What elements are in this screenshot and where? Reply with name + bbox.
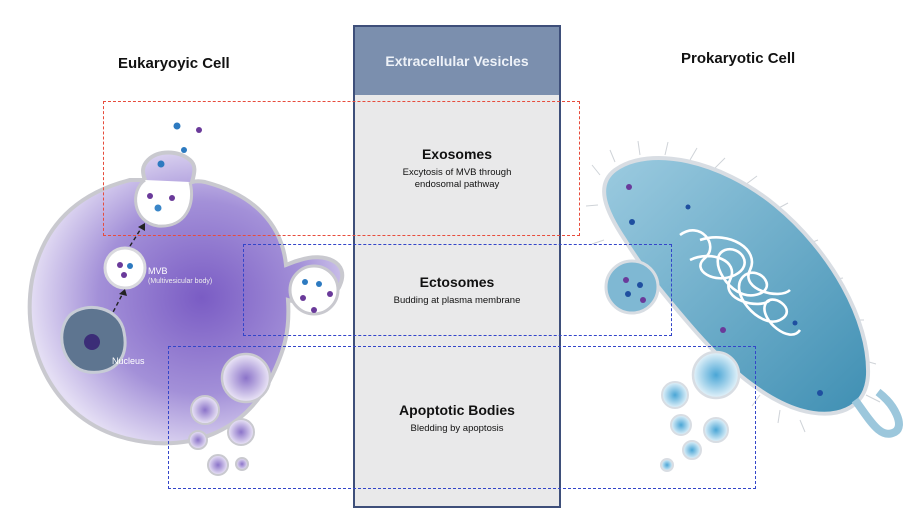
vesicle-dot [300, 295, 306, 301]
ectosome-region-box [243, 244, 672, 336]
eukaryotic-cell-title: Eukaryoyic Cell [118, 55, 230, 72]
vesicle-dot [327, 291, 333, 297]
vesicle-dot [147, 193, 153, 199]
exosome-dot [173, 122, 181, 130]
exosome-dot [157, 160, 165, 168]
vesicle-dot [169, 195, 175, 201]
prokaryotic-vesicle [670, 414, 692, 436]
prokaryotic-vesicle [661, 381, 689, 409]
apoptotic-body [190, 395, 220, 425]
prokaryotic-cell-title: Prokaryotic Cell [681, 50, 796, 67]
mvb [103, 246, 147, 290]
prokaryotic-vesicle [660, 458, 674, 472]
vesicle-dot [302, 279, 308, 285]
ectosomes-label: Ectosomes Budding at plasma membrane [355, 274, 559, 307]
apoptotic-region-box [168, 346, 756, 489]
vesicle-name: Exosomes [421, 146, 493, 162]
vesicle-name: Apoptotic Bodies [399, 402, 515, 418]
apoptotic-body [188, 430, 208, 450]
vesicle-name: Ectosomes [419, 274, 495, 290]
apoptotic-body [235, 457, 249, 471]
apoptotic-body [227, 418, 255, 446]
vesicle-description: Bledding by apoptosis [410, 423, 504, 434]
eukaryotic-cell [27, 122, 345, 476]
prokaryotic-vesicle [691, 350, 741, 400]
apoptotic-bodies-label: Apoptotic Bodies Bledding by apoptosis [355, 402, 559, 435]
nucleus-label: Nucleus [112, 356, 145, 366]
apoptotic-body [207, 454, 229, 476]
prokaryotic-cell [585, 140, 903, 472]
mvb-label: MVB [148, 266, 168, 276]
vesicle-dot [311, 307, 317, 313]
vesicle-dot [154, 204, 162, 212]
vesicle-dot [316, 281, 322, 287]
prokaryotic-vesicle [682, 440, 702, 460]
exosome-dot [181, 147, 187, 153]
exosome-dot [196, 127, 202, 133]
exosome-region-box [103, 101, 580, 236]
mvb-full-label: (Multivesicular body) [148, 278, 213, 285]
prokaryotic-vesicle [703, 417, 729, 443]
extracellular-vesicles-column: Extracellular Vesicles [353, 25, 561, 508]
vesicle-description: Budding at plasma membrane [393, 295, 521, 306]
apoptotic-body [220, 352, 272, 404]
column-header: Extracellular Vesicles [355, 27, 559, 95]
